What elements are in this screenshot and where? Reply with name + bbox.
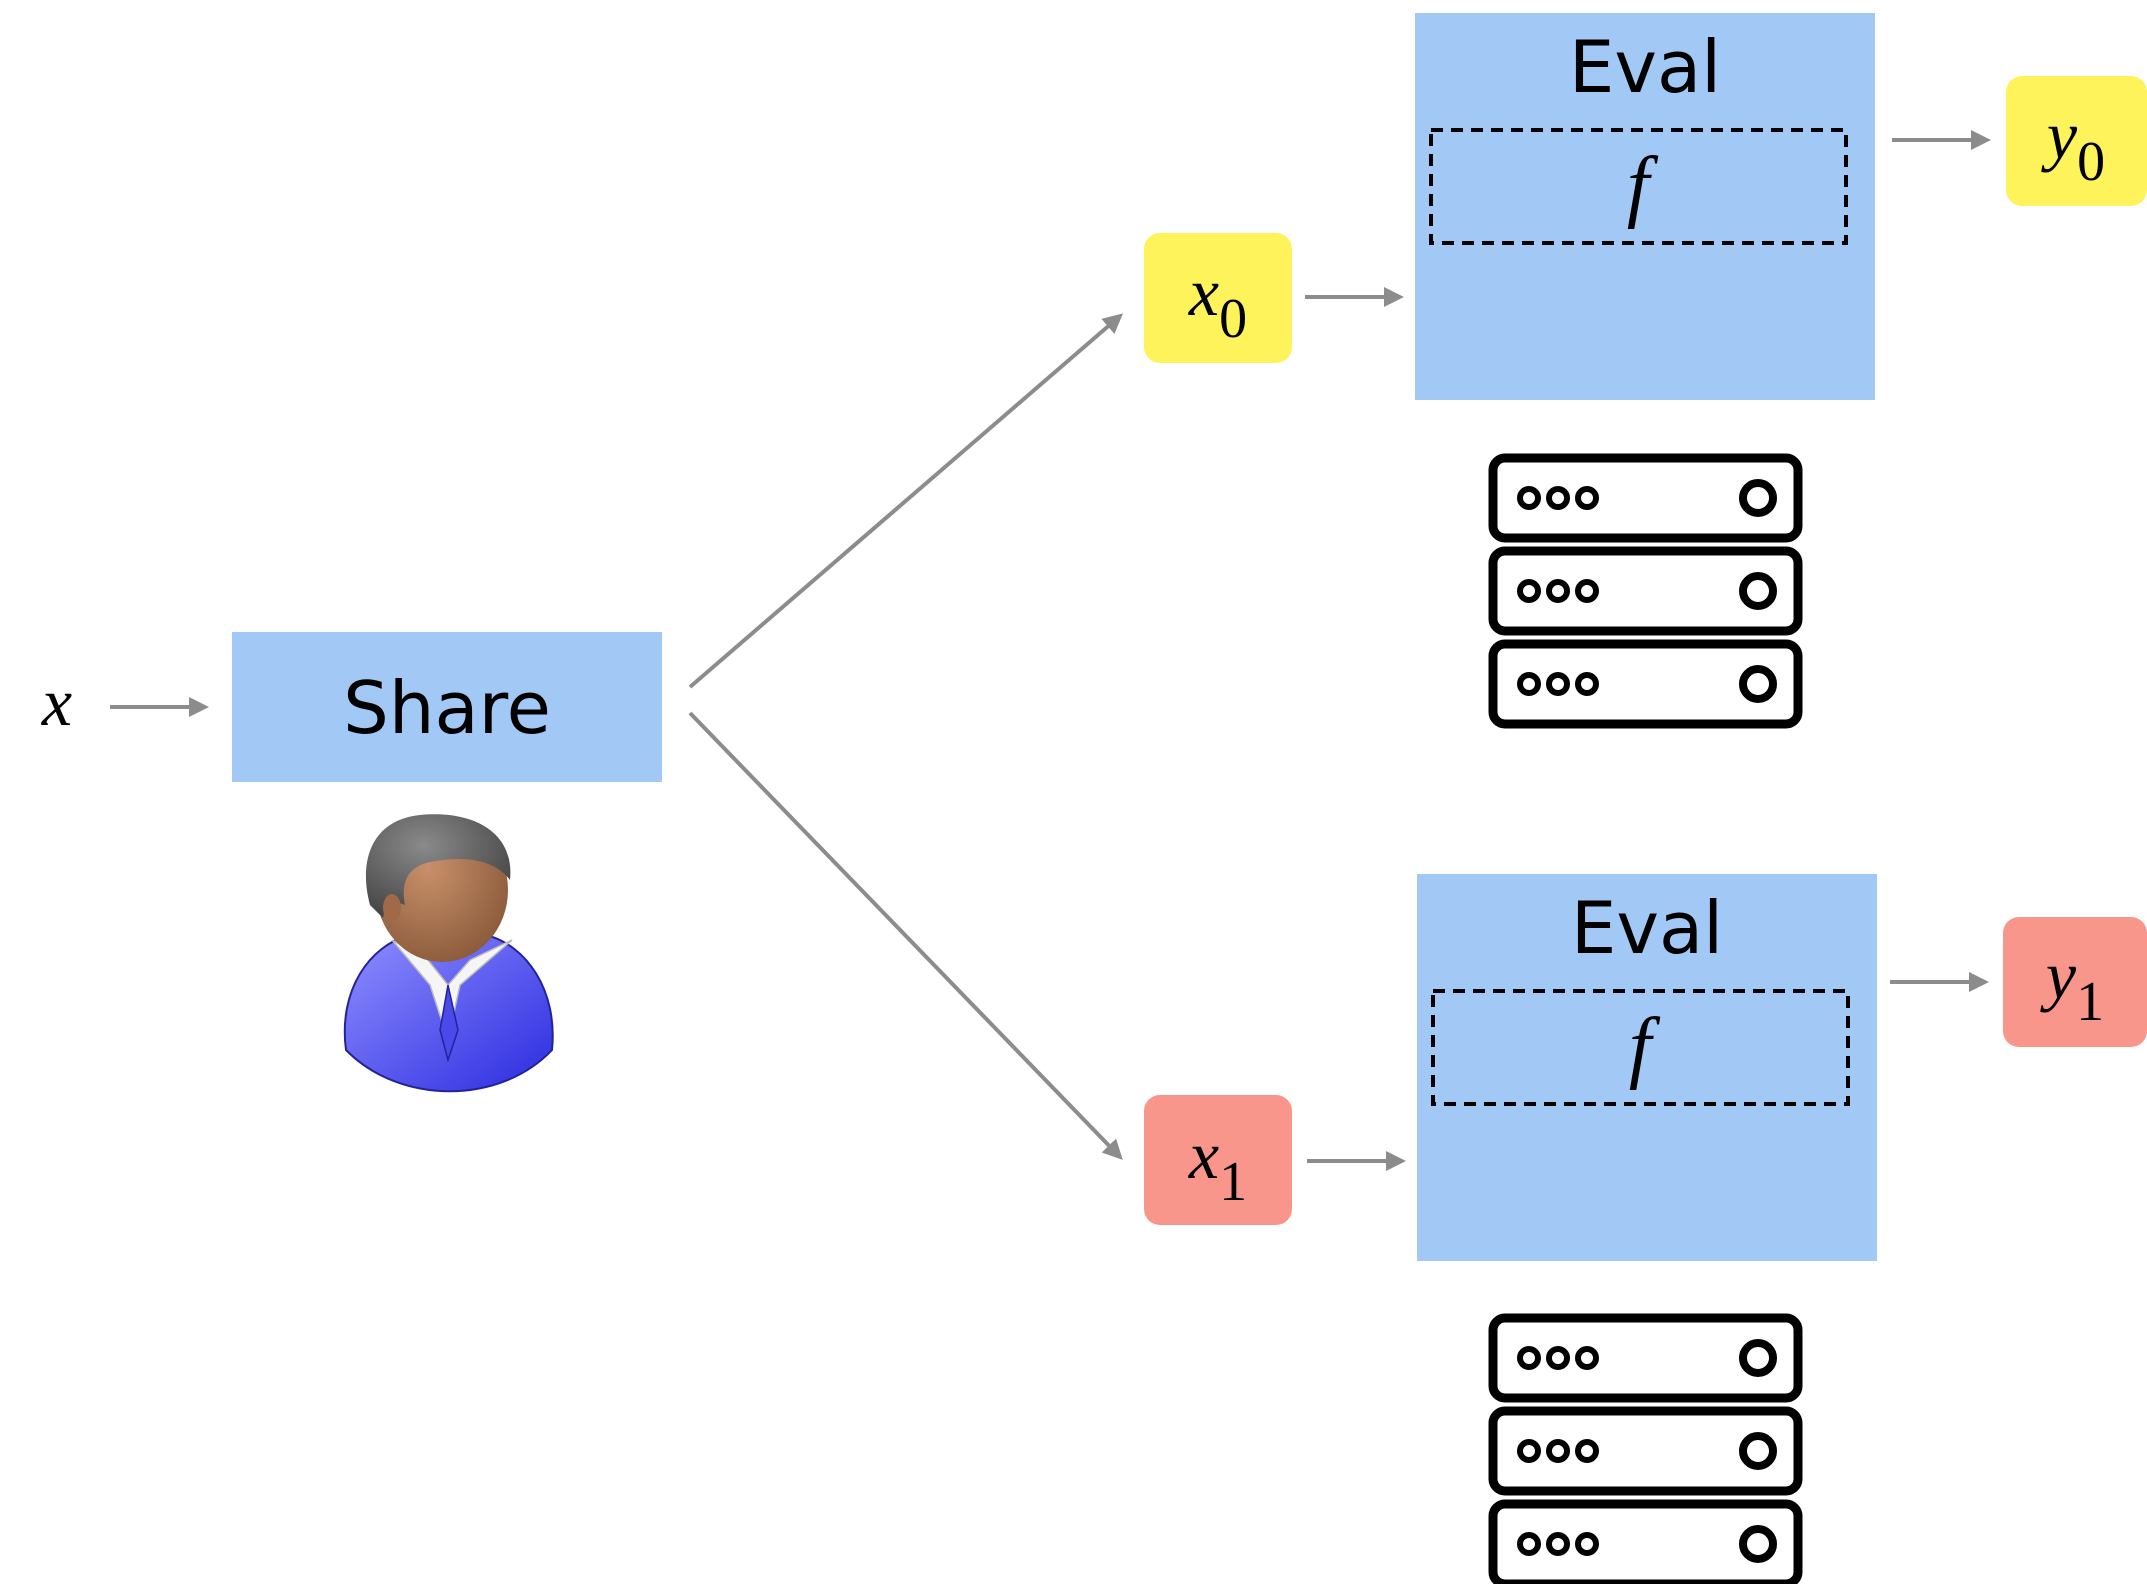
server-led [1575, 672, 1599, 696]
server-power-button [1739, 1432, 1777, 1470]
server-unit-frame [1488, 453, 1803, 543]
input-var: x [41, 664, 72, 740]
server-unit-frame [1488, 639, 1803, 729]
server-led [1575, 579, 1599, 603]
server-power-button [1739, 479, 1777, 517]
output-y1-sub: 1 [2076, 971, 2104, 1033]
server-unit [1488, 546, 1803, 636]
output-y1-box [2003, 917, 2147, 1047]
share-x0-label: x0 [1188, 254, 1247, 350]
output-y0-box [2006, 76, 2147, 206]
server-led [1546, 1439, 1570, 1463]
output-y0-label: y0 [2041, 97, 2105, 193]
server-led [1517, 672, 1541, 696]
function-box-0 [1429, 128, 1848, 245]
server-led [1517, 1532, 1541, 1556]
share-x1-node: x1 [1144, 1095, 1292, 1225]
eval-box-1 [1417, 874, 1877, 1261]
server-led [1517, 1346, 1541, 1370]
server-power-button [1739, 572, 1777, 610]
server-unit [1488, 453, 1803, 543]
share-x1-label: x1 [1188, 1117, 1247, 1213]
share-x0-sub: 0 [1219, 288, 1247, 350]
arrow-share-to-x0 [688, 313, 1124, 689]
output-y0-var: y [2041, 97, 2078, 173]
share-x0-var: x [1188, 254, 1219, 330]
server-led [1575, 486, 1599, 510]
server-unit [1488, 1406, 1803, 1496]
server-unit [1488, 1499, 1803, 1584]
eval-box-0 [1415, 13, 1875, 400]
server-icon [1488, 1313, 1803, 1584]
server-unit-frame [1488, 546, 1803, 636]
output-y1-var: y [2040, 937, 2077, 1013]
server-led [1546, 486, 1570, 510]
server-led [1517, 1439, 1541, 1463]
server-unit [1488, 639, 1803, 729]
server-icon [1488, 453, 1803, 729]
server-power-button [1739, 665, 1777, 703]
share-x1-box [1144, 1095, 1292, 1225]
server-power-button [1739, 1339, 1777, 1377]
output-y1-node: y1 [2003, 917, 2147, 1047]
server-led [1517, 579, 1541, 603]
share-x1-sub: 1 [1219, 1151, 1247, 1213]
server-led [1546, 1346, 1570, 1370]
server-led [1517, 486, 1541, 510]
output-y0-sub: 0 [2077, 131, 2105, 193]
output-y0-node: y0 [2006, 76, 2147, 206]
server-led [1575, 1346, 1599, 1370]
server-unit-frame [1488, 1313, 1803, 1403]
output-y1-label: y1 [2040, 937, 2104, 1033]
server-led [1546, 579, 1570, 603]
share-label: Share [343, 666, 551, 750]
share-x1-var: x [1188, 1117, 1219, 1193]
eval-label-1: Eval [1571, 886, 1723, 970]
server-unit-frame [1488, 1406, 1803, 1496]
server-led [1575, 1439, 1599, 1463]
function-box-1 [1431, 989, 1850, 1106]
arrow-share-to-x1 [688, 711, 1123, 1160]
server-unit [1488, 1313, 1803, 1403]
server-led [1546, 1532, 1570, 1556]
share-x0-node: x0 [1144, 233, 1292, 363]
server-led [1575, 1532, 1599, 1556]
eval-label-0: Eval [1569, 25, 1721, 109]
share-box [232, 632, 662, 782]
share-x0-box [1144, 233, 1292, 363]
server-led [1546, 672, 1570, 696]
server-power-button [1739, 1525, 1777, 1563]
user-icon [343, 814, 554, 1093]
server-unit-frame [1488, 1499, 1803, 1584]
